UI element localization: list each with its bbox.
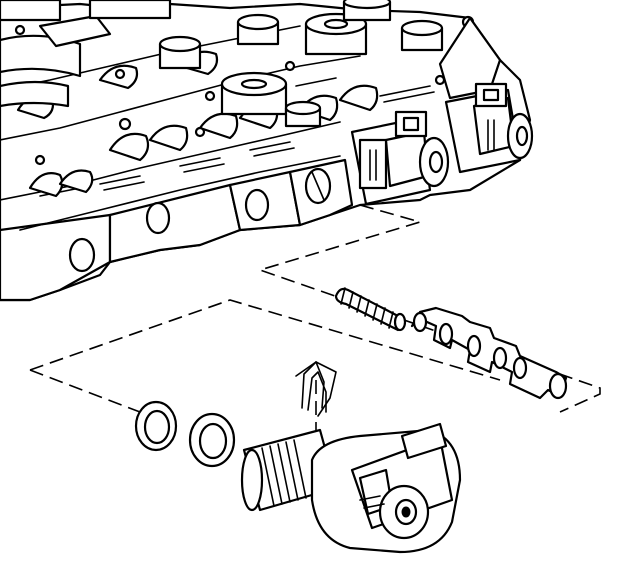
- top-ridge-3: [19, 155, 341, 231]
- shift-solenoid: [240, 422, 462, 554]
- front-bore-1: [68, 237, 96, 273]
- o-ring-seal-inner: [188, 412, 236, 468]
- top-ridge-1: [0, 55, 361, 141]
- valve-spring: [334, 287, 407, 332]
- alignment-plane-lower: [29, 299, 501, 381]
- upper-left-flange: [0, 0, 172, 108]
- valve-body-right-face: [438, 16, 502, 100]
- bore-4-detail: [311, 171, 325, 201]
- valve-spool: [410, 306, 568, 400]
- alignment-plane-lower-left: [29, 369, 141, 413]
- front-bore-3: [244, 188, 270, 222]
- front-bore-2: [145, 201, 171, 235]
- o-ring-seal-outer: [134, 400, 178, 452]
- retaining-clip: [295, 361, 337, 417]
- valve-body-casting: [0, 0, 534, 302]
- alignment-plane-upper: [257, 204, 601, 413]
- mounted-solenoid-left: [350, 110, 450, 206]
- mounted-solenoid-right: [444, 82, 534, 174]
- accumulator-cylinders: [158, 0, 444, 128]
- bolt-holes: [14, 15, 475, 166]
